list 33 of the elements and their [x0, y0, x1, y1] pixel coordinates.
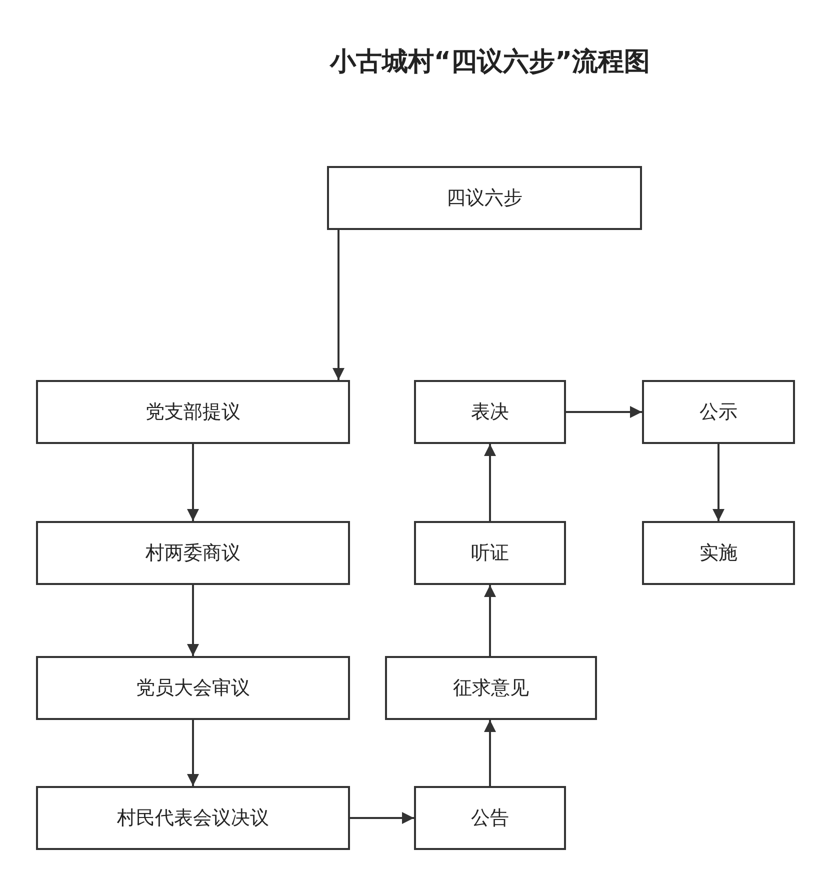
step-label: 征求意见	[453, 676, 529, 701]
process-box	[36, 786, 350, 850]
arrow	[484, 585, 496, 656]
step-label: 党支部提议	[146, 400, 240, 425]
process-box	[385, 656, 597, 720]
arrow	[712, 444, 724, 521]
process-box	[327, 166, 642, 230]
arrow	[187, 585, 199, 656]
step-label: 表决	[471, 400, 509, 425]
arrow	[484, 720, 496, 786]
step-label: 实施	[700, 541, 738, 566]
process-box	[414, 786, 566, 850]
step-label: 四议六步	[446, 186, 522, 211]
arrow	[566, 406, 642, 418]
process-box	[642, 521, 795, 585]
step-label: 听证	[471, 541, 509, 566]
process-box	[642, 380, 795, 444]
arrow	[484, 444, 496, 521]
arrow	[332, 230, 344, 380]
diagram-title: 小古城村“四议六步”流程图	[328, 46, 652, 79]
process-box	[414, 521, 566, 585]
step-label: 村民代表会议决议	[117, 806, 269, 831]
step-label: 党员大会审议	[136, 676, 250, 701]
arrow	[350, 812, 414, 824]
process-box	[36, 521, 350, 585]
step-label: 公告	[471, 806, 509, 831]
process-box	[36, 656, 350, 720]
process-box	[414, 380, 566, 444]
arrow	[187, 444, 199, 521]
process-box	[36, 380, 350, 444]
arrow	[187, 720, 199, 786]
step-label: 村两委商议	[146, 541, 240, 566]
step-label: 公示	[700, 400, 738, 425]
